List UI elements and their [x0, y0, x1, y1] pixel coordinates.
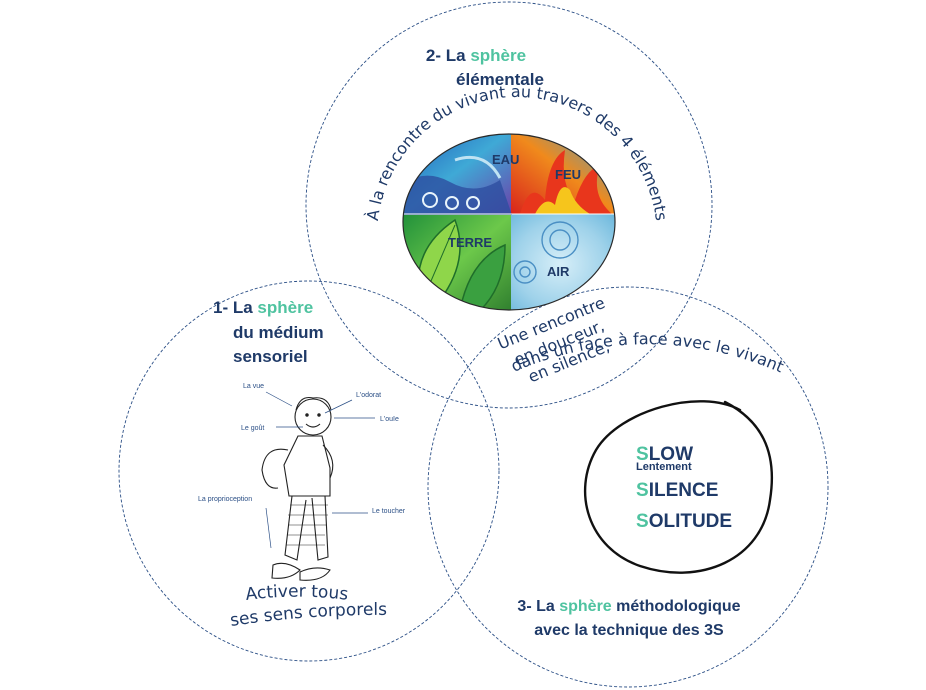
child-head: [294, 398, 332, 436]
child-foot: [299, 567, 331, 581]
child-eye: [317, 413, 321, 417]
child-leg: [284, 495, 307, 561]
sphere-1-subtitle-1: du médium: [233, 323, 324, 342]
sphere-2-circle: [305, 1, 713, 409]
sphere-1-circle: [118, 280, 500, 662]
child-sketch: [261, 396, 334, 581]
slow-s: S: [636, 444, 649, 465]
child-smile: [305, 423, 321, 428]
sphere-1-title-num: 1- La: [213, 298, 257, 317]
activer-line-2: ses sens corporels: [229, 600, 387, 631]
silence-rest: ILENCE: [649, 480, 719, 501]
swirl-ring: [519, 266, 531, 278]
activer-line-2-path: ses sens corporels: [229, 600, 387, 631]
sense-vue-label: La vue: [243, 383, 264, 390]
child-leg: [311, 495, 329, 561]
lentement-word: Lentement: [636, 461, 692, 473]
slow-word: SLOW: [636, 444, 693, 465]
swirl-ring: [549, 229, 571, 251]
sphere-1-title: 1- La sphère: [213, 298, 313, 317]
element-air-label: AIR: [547, 264, 570, 279]
silence-word: SILENCE: [636, 480, 718, 501]
activer-line-1-path: Activer tous: [244, 582, 349, 605]
sphere-3-subtitle: avec la technique des 3S: [534, 622, 724, 639]
child-foot: [271, 562, 301, 579]
child-arm: [261, 448, 289, 489]
wave-curl: [422, 192, 438, 208]
swirl-ring: [513, 260, 537, 284]
leaf-shape: [459, 243, 506, 310]
solitude-s: S: [636, 511, 649, 532]
element-eau-label: EAU: [492, 152, 519, 167]
wave-shape: [403, 175, 512, 215]
element-terre-label: TERRE: [448, 235, 492, 250]
sphere-3-title: 3- La sphère méthodologique: [517, 598, 740, 615]
sphere-3-title-num: 3- La: [517, 598, 559, 615]
element-feu-label: FEU: [555, 167, 581, 182]
wave-curl: [466, 196, 480, 210]
flame-shape: [520, 150, 612, 214]
sphere-2-subtitle: élémentale: [456, 70, 544, 89]
solitude-rest: OLITUDE: [649, 511, 732, 532]
3s-loop: [583, 400, 774, 574]
child-eye: [305, 413, 309, 417]
wave-crest: [454, 155, 502, 179]
solitude-word: SOLITUDE: [636, 511, 732, 532]
arrow-proprioception: [265, 507, 272, 549]
flame-shape: [535, 187, 590, 214]
child-arm: [322, 444, 334, 479]
activer-line-1: Activer tous: [244, 582, 349, 605]
sphere-2-title-accent: sphère: [470, 46, 526, 65]
swirl-ring: [541, 221, 579, 259]
sphere-3-title-rest: méthodologique: [612, 598, 741, 615]
child-hair: [295, 396, 332, 411]
sphere-1-title-accent: sphère: [257, 298, 313, 317]
child-body: [283, 435, 331, 497]
sense-proprioception-label: La proprioception: [198, 496, 252, 503]
sphere-3-circle: [427, 286, 829, 688]
sense-gout-label: Le goût: [241, 425, 264, 432]
sense-ouie-label: L'ouïe: [380, 416, 399, 423]
child-stripes: [286, 504, 328, 546]
sense-odorat-label: L'odorat: [356, 392, 381, 399]
slow-rest: LOW: [649, 444, 693, 465]
sphere-3-title-accent: sphère: [559, 598, 612, 615]
wave-curl: [445, 196, 459, 210]
sphere-1-subtitle-2: sensoriel: [233, 347, 308, 366]
elements-oval-border: [402, 133, 616, 311]
silence-s: S: [636, 480, 649, 501]
arrow-vue: [265, 391, 293, 407]
sphere-2-title: 2- La sphère: [426, 46, 526, 65]
sense-arrows: [265, 391, 375, 549]
arrow-odorat: [324, 399, 353, 414]
sphere-2-title-num: 2- La: [426, 46, 470, 65]
sense-toucher-label: Le toucher: [372, 508, 406, 515]
